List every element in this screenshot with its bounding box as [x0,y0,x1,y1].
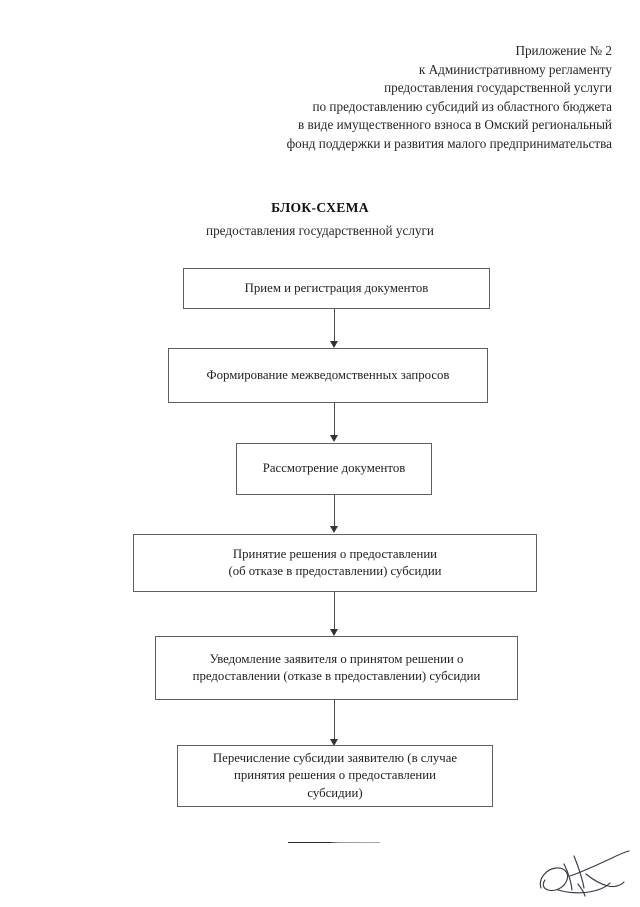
arrow-down-icon [330,341,338,348]
footer-separator [288,842,380,843]
flowchart-connector-requests-to-review [334,403,335,436]
flowchart-node-label: Рассмотрение документов [262,461,406,476]
flowchart-node-label: Принятие решения о предоставлении (об от… [228,546,442,579]
flowchart-connector-review-to-decision [334,495,335,527]
header-line-regulation: к Административному регламенту [418,61,612,77]
flowchart-node-label: Перечисление субсидии заявителю (в случа… [212,750,458,800]
flowchart-node-decision: Принятие решения о предоставлении (об от… [133,534,537,592]
appendix-header: Приложение № 2 к Административному регла… [172,42,612,154]
header-line-appendix-number: Приложение № 2 [515,43,612,58]
signature [534,846,634,902]
flowchart-node-interagency-requests: Формирование межведомственных запросов [168,348,488,403]
header-line-subsidies: по предоставлению субсидий из областного… [312,98,612,114]
flowchart-node-subsidy-transfer: Перечисление субсидии заявителю (в случа… [177,745,493,807]
header-line-fund: фонд поддержки и развития малого предпри… [286,135,612,151]
header-line-service: предоставления государственной услуги [384,80,612,96]
header-line-contribution: в виде имущественного взноса в Омский ре… [297,117,612,133]
arrow-down-icon [330,629,338,636]
arrow-down-icon [330,435,338,442]
flowchart-connector-notification-to-transfer [334,700,335,740]
flowchart-connector-decision-to-notification [334,592,335,630]
flowchart-node-intake: Прием и регистрация документов [183,268,490,309]
flowchart-node-document-review: Рассмотрение документов [236,443,432,495]
flowchart-connector-intake-to-requests [334,309,335,342]
page-subtitle: предоставления государственной услуги [206,223,434,238]
flowchart-node-notification: Уведомление заявителя о принятом решении… [155,636,518,700]
flowchart-node-label: Формирование межведомственных запросов [206,367,450,382]
signature-icon [539,850,630,897]
arrow-down-icon [330,526,338,533]
page-title: БЛОК-СХЕМА [271,200,369,215]
arrow-down-icon [330,739,338,746]
title-block: БЛОК-СХЕМА предоставления государственно… [0,200,640,239]
flowchart-node-label: Прием и регистрация документов [244,280,429,295]
flowchart-node-label: Уведомление заявителя о принятом решении… [192,651,481,684]
